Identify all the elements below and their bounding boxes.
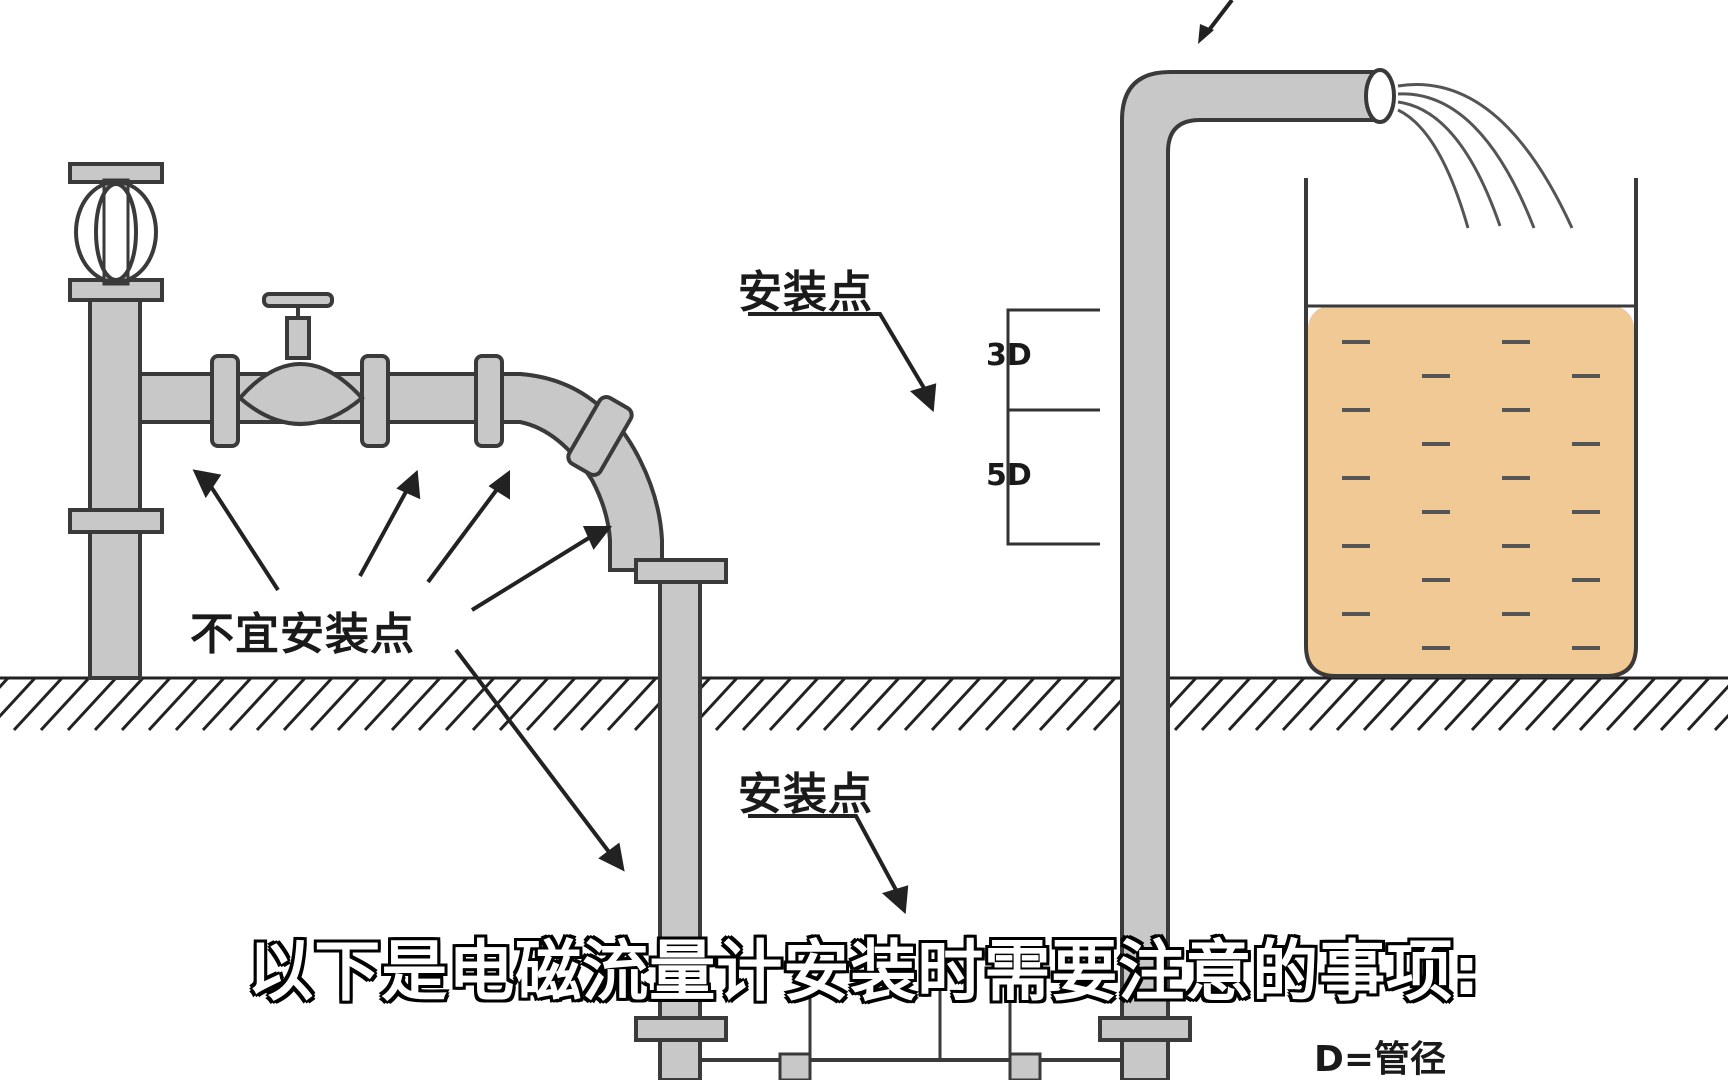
video-subtitle: 以下是电磁流量计安装时需要注意的事项:	[247, 933, 1481, 1010]
left-riser-pipe	[68, 278, 164, 680]
arrow-icon	[192, 312, 937, 915]
valve-handwheel-icon	[68, 162, 164, 286]
install-point-upper-label: 安装点	[738, 267, 873, 318]
dimension-brackets	[1006, 308, 1100, 546]
install-point-lower-label: 安装点	[738, 769, 873, 820]
dimension-3d-label: 3D	[986, 338, 1032, 373]
not-recommended-label: 不宜安装点	[190, 609, 415, 660]
gate-valve-icon	[237, 292, 365, 426]
dimension-5d-label: 5D	[986, 458, 1032, 493]
elbow-pipe	[500, 372, 664, 572]
ground-hatch	[0, 676, 1728, 732]
underground-pipe	[700, 960, 1120, 1080]
diameter-legend: D=管径	[1314, 1039, 1447, 1080]
water-jet	[1397, 83, 1574, 229]
middle-vertical-pipe	[634, 558, 728, 1080]
right-riser-pipe	[1098, 0, 1396, 1080]
liquid-tank	[1304, 178, 1638, 678]
